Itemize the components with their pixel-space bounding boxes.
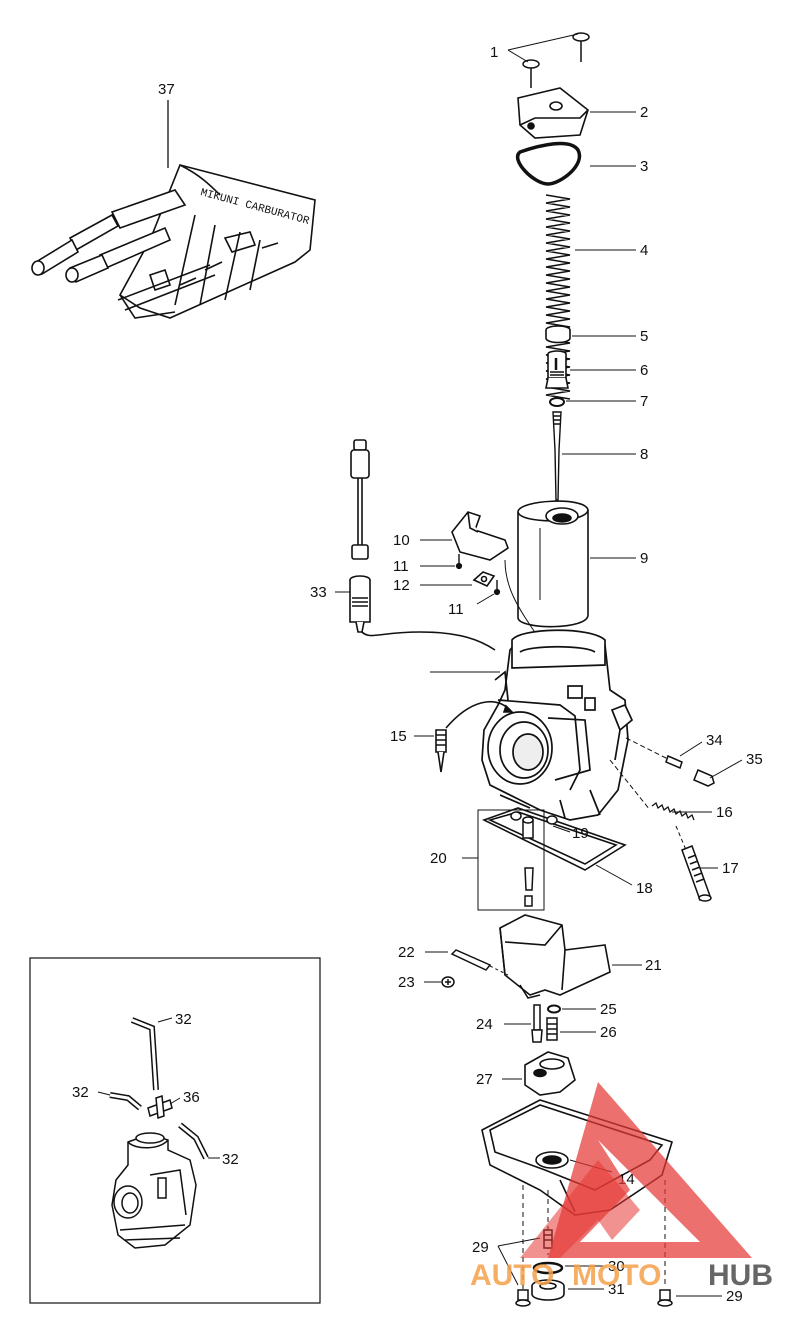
part-8-jet-needle: [552, 411, 562, 501]
part-10-plate: [451, 511, 509, 561]
part-15-pilot-screw: [435, 700, 514, 773]
callout-27: 27: [476, 1071, 493, 1088]
callout-20: 20: [430, 850, 447, 867]
callout-15: 15: [390, 728, 407, 745]
part-9-throttle-slide: [517, 500, 589, 628]
callout-12: 12: [393, 577, 410, 594]
inset-vent-hoses-box: [29, 957, 321, 1304]
callout-36: 36: [183, 1089, 200, 1106]
callout-7: 7: [640, 393, 648, 410]
carburetor-body: [481, 629, 634, 821]
part-11-screws: [455, 554, 501, 596]
group-20-bracket: [477, 809, 545, 911]
callout-34: 34: [706, 732, 723, 749]
part-19-jets: [510, 811, 558, 907]
callout-19: 19: [572, 825, 589, 842]
callout-24: 24: [476, 1016, 493, 1033]
callout-22: 22: [398, 944, 415, 961]
callout-35: 35: [746, 751, 763, 768]
part-21-float: [499, 914, 611, 999]
callout-31: 31: [608, 1281, 625, 1298]
callout-4: 4: [640, 242, 648, 259]
callout-26: 26: [600, 1024, 617, 1041]
part-5-spring-seat: [545, 325, 571, 344]
part-7-clip: [549, 397, 565, 407]
inset-carburetor: [109, 1017, 209, 1249]
callout-23: 23: [398, 974, 415, 991]
callout-16: 16: [716, 804, 733, 821]
callout-2: 2: [640, 104, 648, 121]
callout-18: 18: [636, 880, 653, 897]
part-34-fitting: [665, 754, 683, 770]
part-26-valve-seat: [546, 1017, 558, 1041]
callout-1: 1: [490, 44, 498, 61]
callout-11b: 11: [448, 601, 464, 618]
part-27-baffle: [524, 1051, 576, 1096]
tool-kit-illustration: MIKUNI CARBURATOR: [31, 164, 316, 319]
part-30-o-ring: [532, 1261, 564, 1275]
part-6-needle-holder: [545, 350, 569, 389]
callout-5: 5: [640, 328, 648, 345]
automotohub-watermark: AUTO MOTO HUB: [470, 1082, 773, 1292]
part-31-drain-plug: [531, 1279, 565, 1301]
part-23-screw: [441, 976, 455, 988]
callout-17: 17: [722, 860, 739, 877]
part-33-starter-plunger: [349, 439, 496, 651]
part-17-idle-screw: [681, 845, 712, 902]
watermark-text-hub: HUB: [708, 1259, 773, 1292]
watermark-text-moto: MOTO: [572, 1259, 661, 1292]
callout-9: 9: [640, 550, 648, 567]
part-25-washer: [547, 1004, 561, 1014]
callout-30: 30: [608, 1258, 625, 1275]
part-16-spring: [651, 801, 695, 821]
part-24-needle-valve: [531, 1004, 543, 1043]
callout-25: 25: [600, 1001, 617, 1018]
callout-8: 8: [640, 446, 648, 463]
watermark-text-auto: AUTO: [470, 1259, 554, 1292]
callout-32a: 32: [175, 1011, 192, 1028]
callout-29a: 29: [472, 1239, 489, 1256]
callout-10: 10: [393, 532, 410, 549]
part-2-cap: [517, 87, 589, 139]
callout-21: 21: [645, 957, 662, 974]
part-12-washer: [472, 571, 496, 588]
part-35-cap: [693, 769, 715, 787]
part-1-screws: [522, 32, 590, 88]
callout-33: 33: [310, 584, 327, 601]
callout-6: 6: [640, 362, 648, 379]
callout-32c: 32: [222, 1151, 239, 1168]
callout-29b: 29: [726, 1288, 743, 1305]
part-18-gasket: [481, 807, 627, 871]
callout-37: 37: [158, 81, 175, 98]
part-22-float-pin: [450, 949, 492, 971]
part-3-o-ring: [516, 141, 582, 186]
callout-3: 3: [640, 158, 648, 175]
callout-32b: 32: [72, 1084, 89, 1101]
callout-11a: 11: [393, 558, 409, 575]
